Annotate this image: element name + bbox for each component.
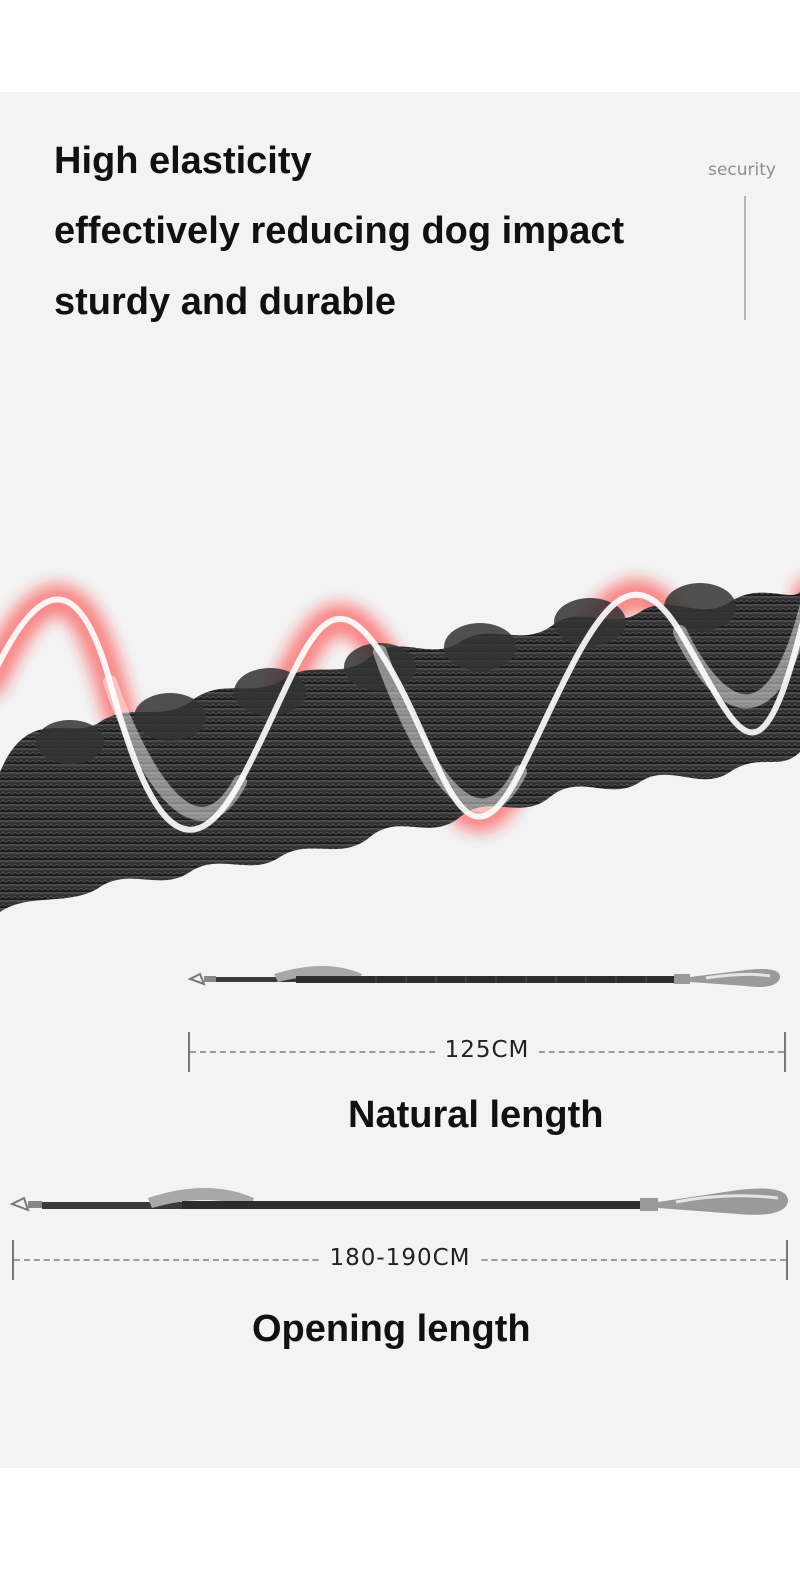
opening-length-caption: Opening length (252, 1308, 531, 1350)
natural-length-caption: Natural length (348, 1094, 604, 1136)
natural-length-value: 125CM (434, 1037, 540, 1063)
security-divider (744, 196, 746, 320)
natural-length-dimension: 125CM (188, 1032, 786, 1072)
opening-length-value: 180-190CM (319, 1245, 481, 1271)
leash-open-image (9, 1188, 789, 1215)
rope-body (0, 592, 800, 912)
leash-natural-image (187, 966, 781, 987)
elastic-rope-image (0, 583, 800, 912)
headline-line-3: sturdy and durable (54, 281, 397, 323)
headline-line-1: High elasticity (54, 140, 312, 182)
headline-line-2: effectively reducing dog impact (54, 210, 625, 252)
product-panel: High elasticity effectively reducing dog… (0, 92, 800, 1468)
security-label: security (708, 160, 776, 180)
opening-length-dimension: 180-190CM (12, 1240, 788, 1280)
